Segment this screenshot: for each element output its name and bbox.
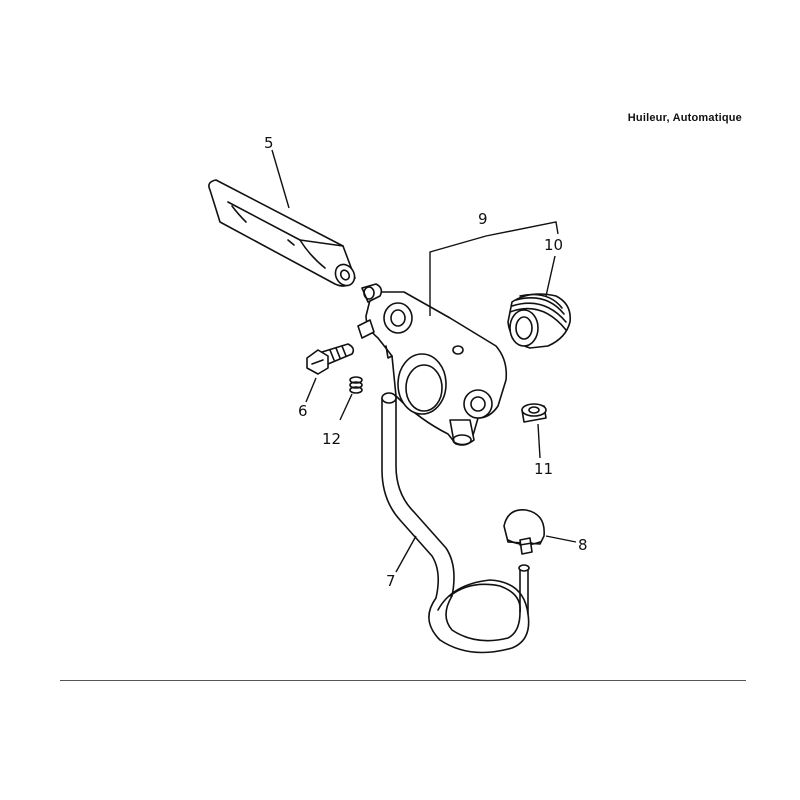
leader-11 bbox=[537, 423, 541, 459]
footer-divider bbox=[60, 680, 746, 681]
part-11-grommet bbox=[521, 403, 547, 423]
callout-12: 12 bbox=[322, 430, 341, 448]
callout-10: 10 bbox=[544, 236, 563, 254]
part-7-oil-hose bbox=[381, 392, 530, 654]
part-10-threaded-plug bbox=[507, 293, 572, 349]
part-5-suction-hose bbox=[208, 179, 356, 287]
leader-5 bbox=[271, 149, 290, 209]
callout-5: 5 bbox=[264, 134, 274, 152]
part-9-pump-body bbox=[357, 221, 559, 446]
part-12-spring bbox=[349, 376, 363, 394]
leader-6 bbox=[305, 377, 317, 403]
leader-8 bbox=[545, 535, 577, 543]
part-6-bolt bbox=[306, 343, 355, 375]
callout-11: 11 bbox=[534, 460, 553, 478]
callout-6: 6 bbox=[298, 402, 308, 420]
leader-12 bbox=[339, 393, 353, 421]
leader-10 bbox=[545, 255, 556, 297]
leader-7 bbox=[395, 535, 417, 573]
callout-7: 7 bbox=[386, 572, 396, 590]
callout-8: 8 bbox=[578, 536, 588, 554]
part-8-oil-filter bbox=[503, 509, 545, 555]
callout-9: 9 bbox=[478, 210, 488, 228]
page-title: Huileur, Automatique bbox=[627, 112, 742, 124]
